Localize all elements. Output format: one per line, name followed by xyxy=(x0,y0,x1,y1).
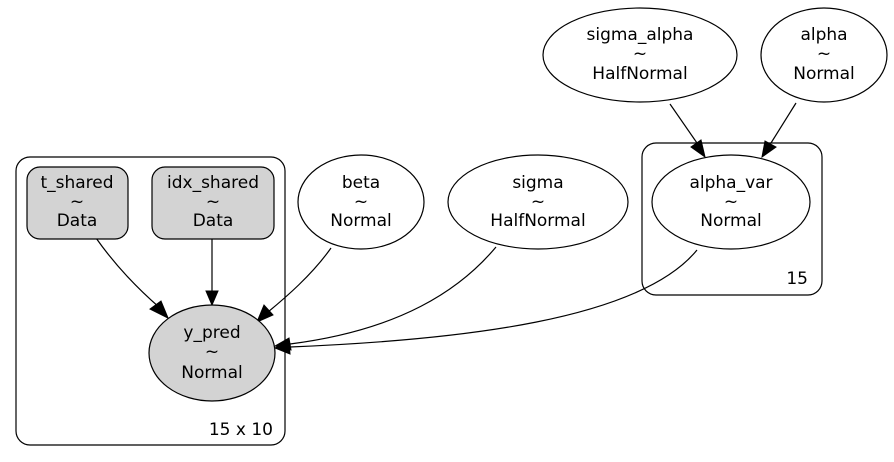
plate-outer xyxy=(15,156,286,446)
node-idx_shared-tilde: ~ xyxy=(206,192,220,212)
node-idx_shared-name: idx_shared xyxy=(167,173,259,193)
edge-alpha_var-y_pred-arrow xyxy=(273,341,291,355)
plate-alpha-label: 15 xyxy=(786,269,808,289)
node-sigma xyxy=(447,154,629,250)
node-alpha-dist: Normal xyxy=(793,64,855,84)
edge-sigma_alpha-alpha_var-arrow xyxy=(690,139,706,159)
node-sigma_alpha-name: sigma_alpha xyxy=(587,25,694,45)
edge-alpha-alpha_var xyxy=(770,102,797,144)
node-alpha-name: alpha xyxy=(800,25,847,45)
node-beta xyxy=(297,154,425,250)
node-alpha_var-dist: Normal xyxy=(700,211,762,231)
node-alpha xyxy=(760,7,888,103)
node-y_pred-dist: Normal xyxy=(181,363,243,383)
node-beta-tilde: ~ xyxy=(354,192,368,212)
node-sigma_alpha xyxy=(542,7,738,103)
node-idx_shared-dist: Data xyxy=(193,211,234,231)
node-t_shared-tilde: ~ xyxy=(70,192,84,212)
node-t_shared-dist: Data xyxy=(57,211,98,231)
edge-t_shared-y_pred xyxy=(95,237,161,309)
edge-sigma_alpha-alpha_var xyxy=(669,103,698,144)
edge-beta-y_pred-arrow xyxy=(256,304,274,323)
node-t_shared xyxy=(26,166,129,240)
edge-beta-y_pred xyxy=(267,247,332,313)
edge-alpha_var-y_pred xyxy=(289,249,698,348)
node-beta-dist: Normal xyxy=(330,211,392,231)
edge-alpha-alpha_var-arrow xyxy=(761,140,777,159)
plate-alpha xyxy=(641,142,823,296)
node-y_pred-tilde: ~ xyxy=(205,342,219,362)
node-y_pred-name: y_pred xyxy=(183,323,240,343)
node-sigma_alpha-dist: HalfNormal xyxy=(592,64,687,84)
node-sigma-tilde: ~ xyxy=(531,192,545,212)
edge-sigma-y_pred xyxy=(289,246,497,345)
node-sigma_alpha-tilde: ~ xyxy=(633,44,647,64)
edge-t_shared-y_pred-arrow xyxy=(149,300,169,320)
node-sigma-dist: HalfNormal xyxy=(490,211,585,231)
node-alpha_var xyxy=(651,154,811,250)
node-alpha_var-name: alpha_var xyxy=(689,173,772,193)
node-sigma-name: sigma xyxy=(512,173,563,193)
node-beta-name: beta xyxy=(342,173,380,193)
node-idx_shared xyxy=(151,166,275,240)
plate-outer-label: 15 x 10 xyxy=(209,420,273,440)
node-t_shared-name: t_shared xyxy=(40,173,113,193)
node-y_pred xyxy=(148,304,276,402)
edge-idx_shared-y_pred-arrow xyxy=(205,290,219,307)
node-alpha-tilde: ~ xyxy=(817,44,831,64)
node-alpha_var-tilde: ~ xyxy=(724,192,738,212)
